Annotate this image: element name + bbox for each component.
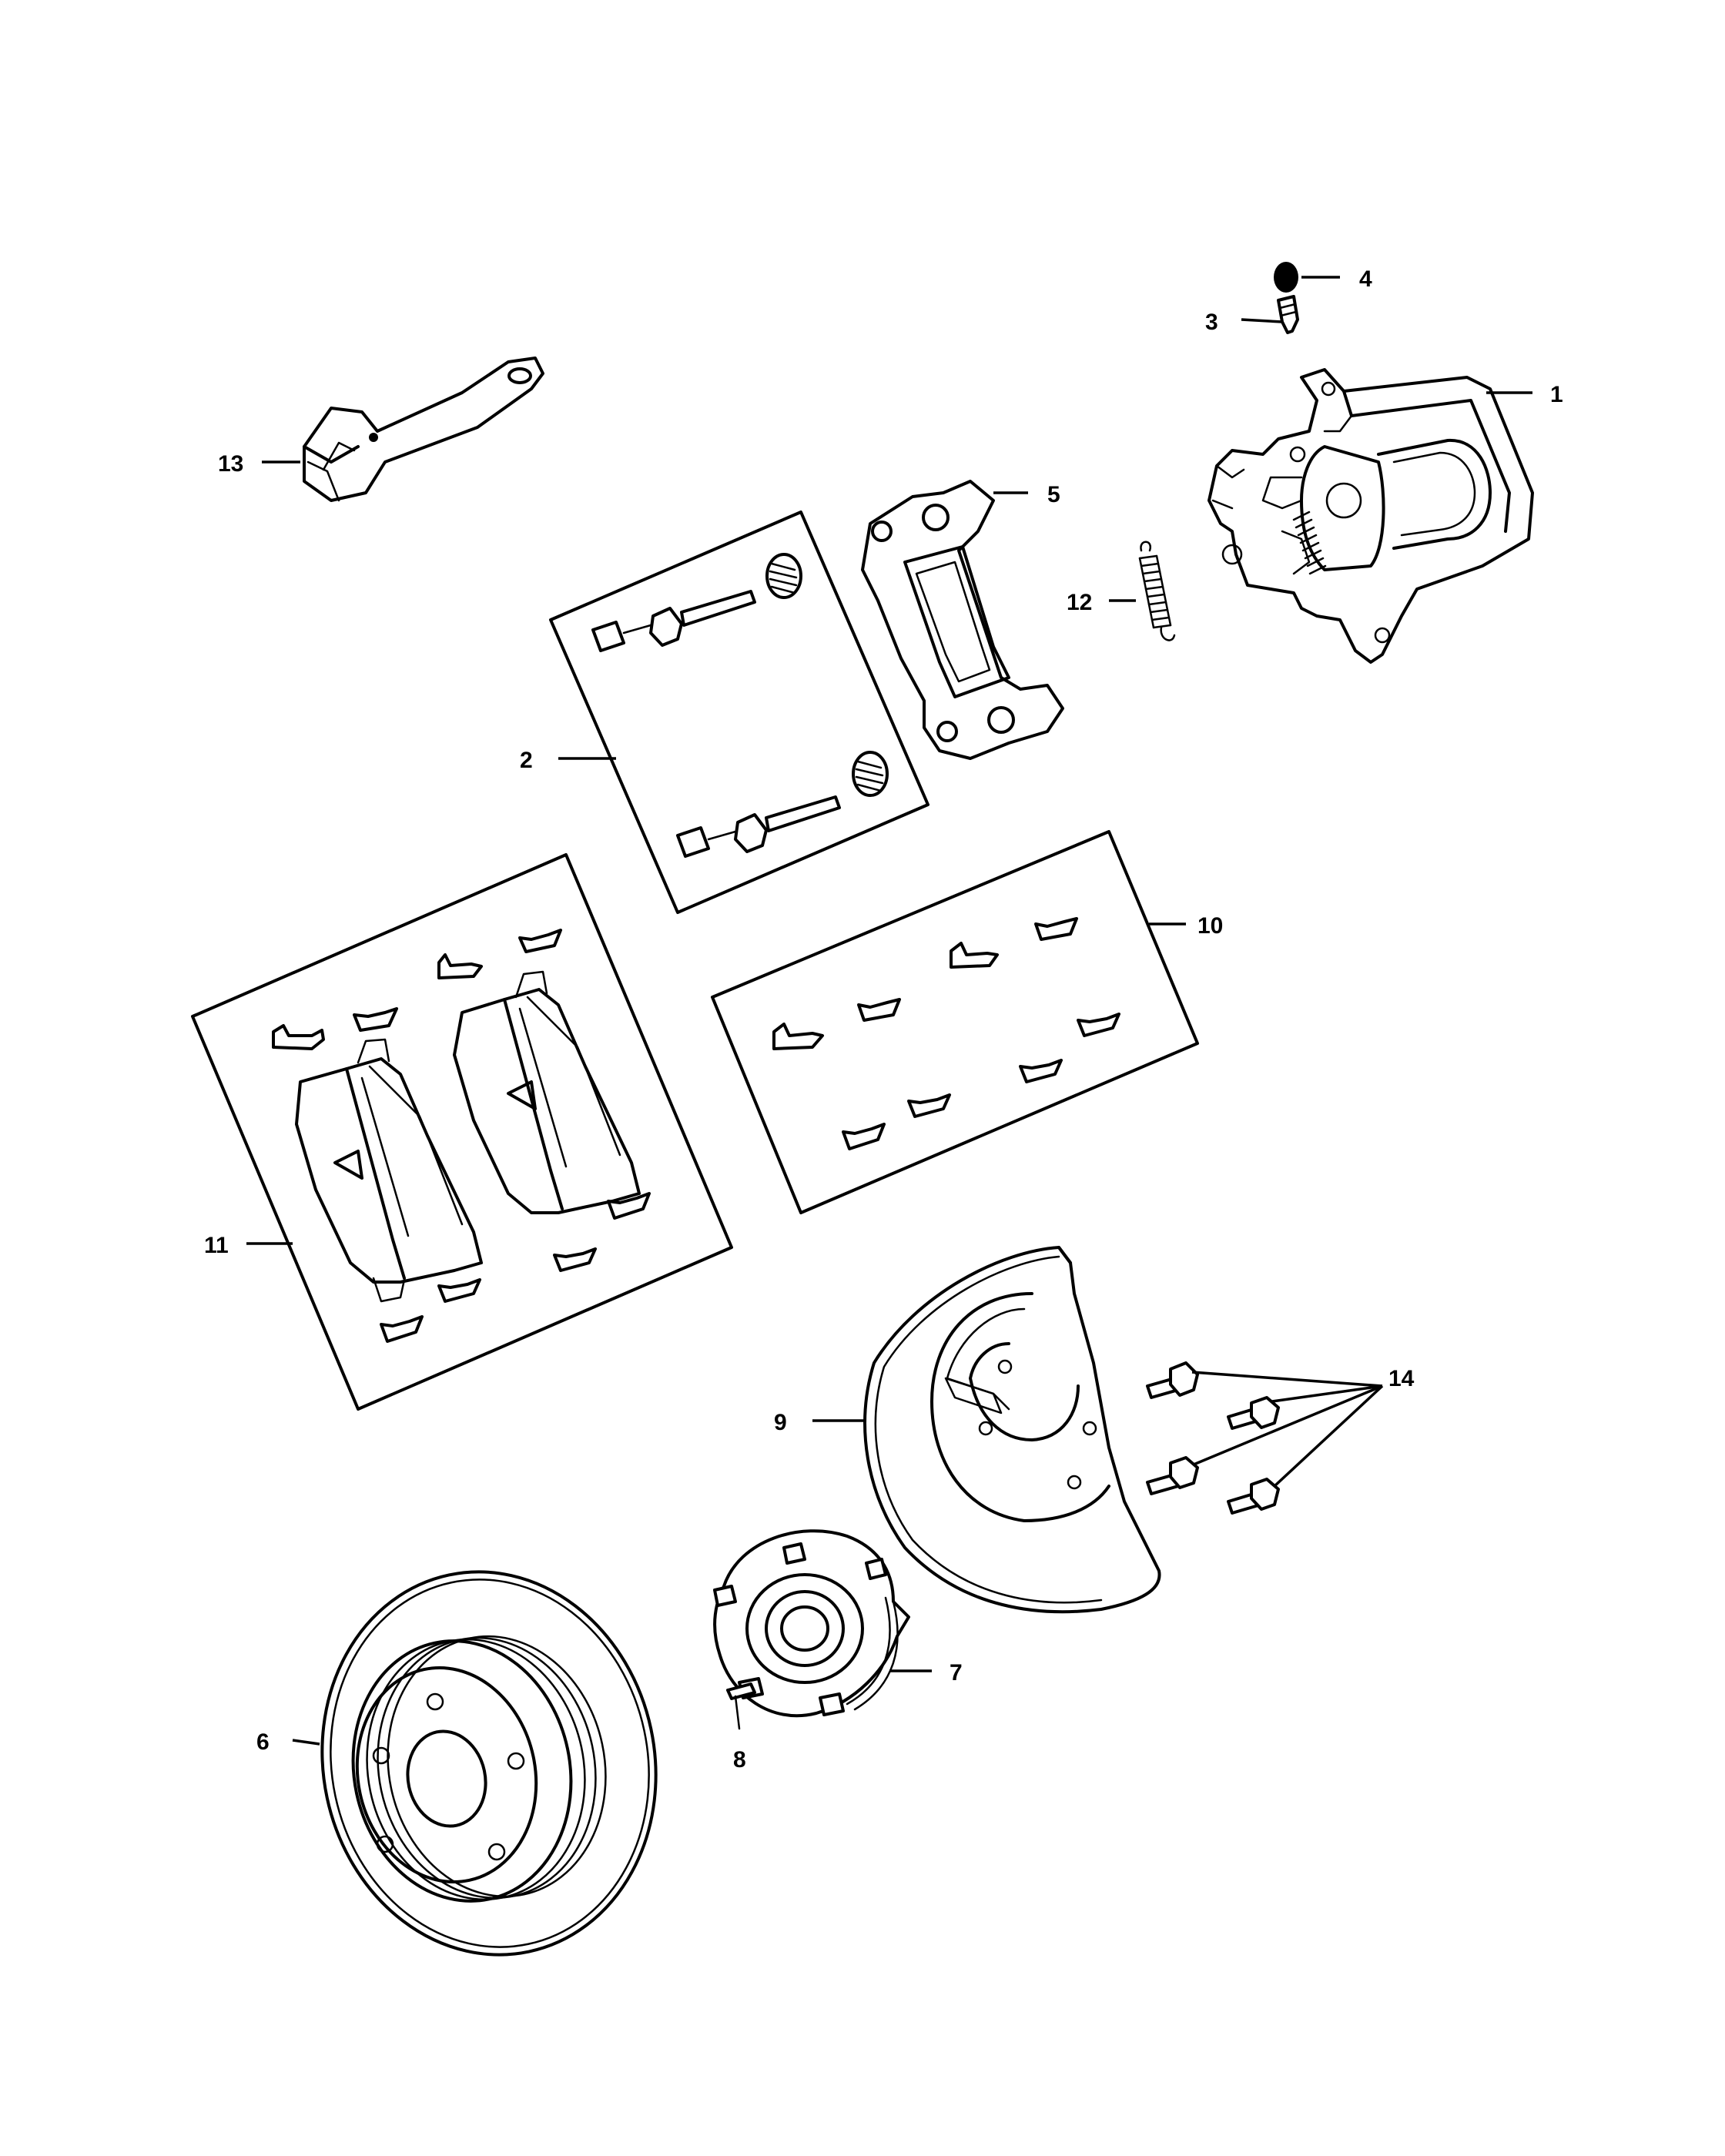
disc-brake-shield[interactable] xyxy=(863,1246,1161,1614)
callout-9: 9 xyxy=(774,1410,787,1435)
shield-bolts[interactable] xyxy=(1146,1361,1280,1515)
callout-3: 3 xyxy=(1205,310,1218,335)
brake-pad-kit-box xyxy=(191,853,733,1411)
bleeder-screw[interactable] xyxy=(1277,295,1299,334)
bolt-2 xyxy=(1227,1396,1280,1430)
callout-6: 6 xyxy=(256,1729,270,1755)
hub-and-bearing[interactable] xyxy=(713,1529,910,1718)
caliper-adapter[interactable] xyxy=(861,480,1064,760)
brake-rotor[interactable] xyxy=(287,1541,692,1986)
leader-lines-14 xyxy=(1191,1371,1384,1488)
bolt-1 xyxy=(1146,1361,1199,1399)
bleeder-cap[interactable] xyxy=(1274,262,1298,293)
leader-line-3 xyxy=(1241,318,1283,323)
caliper-spring[interactable] xyxy=(1138,541,1176,641)
callout-14: 14 xyxy=(1388,1366,1415,1391)
wheel-speed-sensor[interactable] xyxy=(303,357,544,502)
pad-clips-11 xyxy=(272,929,651,1343)
guide-pin-kit[interactable] xyxy=(591,553,889,858)
callout-10: 10 xyxy=(1197,913,1223,939)
callout-5: 5 xyxy=(1047,482,1060,507)
wheel-stud[interactable] xyxy=(726,1682,756,1730)
callout-12: 12 xyxy=(1067,590,1092,615)
bolt-3 xyxy=(1146,1456,1199,1495)
leader-line-6 xyxy=(292,1739,320,1746)
callout-4: 4 xyxy=(1359,266,1372,292)
pad-clip-kit-box xyxy=(711,830,1199,1214)
callout-8: 8 xyxy=(733,1747,746,1773)
bolt-4 xyxy=(1227,1478,1280,1515)
pad-clip-kit[interactable] xyxy=(772,917,1120,1150)
brake-caliper[interactable] xyxy=(1208,368,1534,664)
guide-pin-kit-box xyxy=(549,511,929,914)
callout-13: 13 xyxy=(218,451,243,477)
callout-1: 1 xyxy=(1550,382,1563,407)
caliper-spring-coils xyxy=(1292,511,1327,575)
callout-2: 2 xyxy=(520,748,533,773)
brake-pad-kit[interactable] xyxy=(272,929,651,1343)
callout-11: 11 xyxy=(204,1233,229,1258)
callout-7: 7 xyxy=(950,1660,963,1686)
